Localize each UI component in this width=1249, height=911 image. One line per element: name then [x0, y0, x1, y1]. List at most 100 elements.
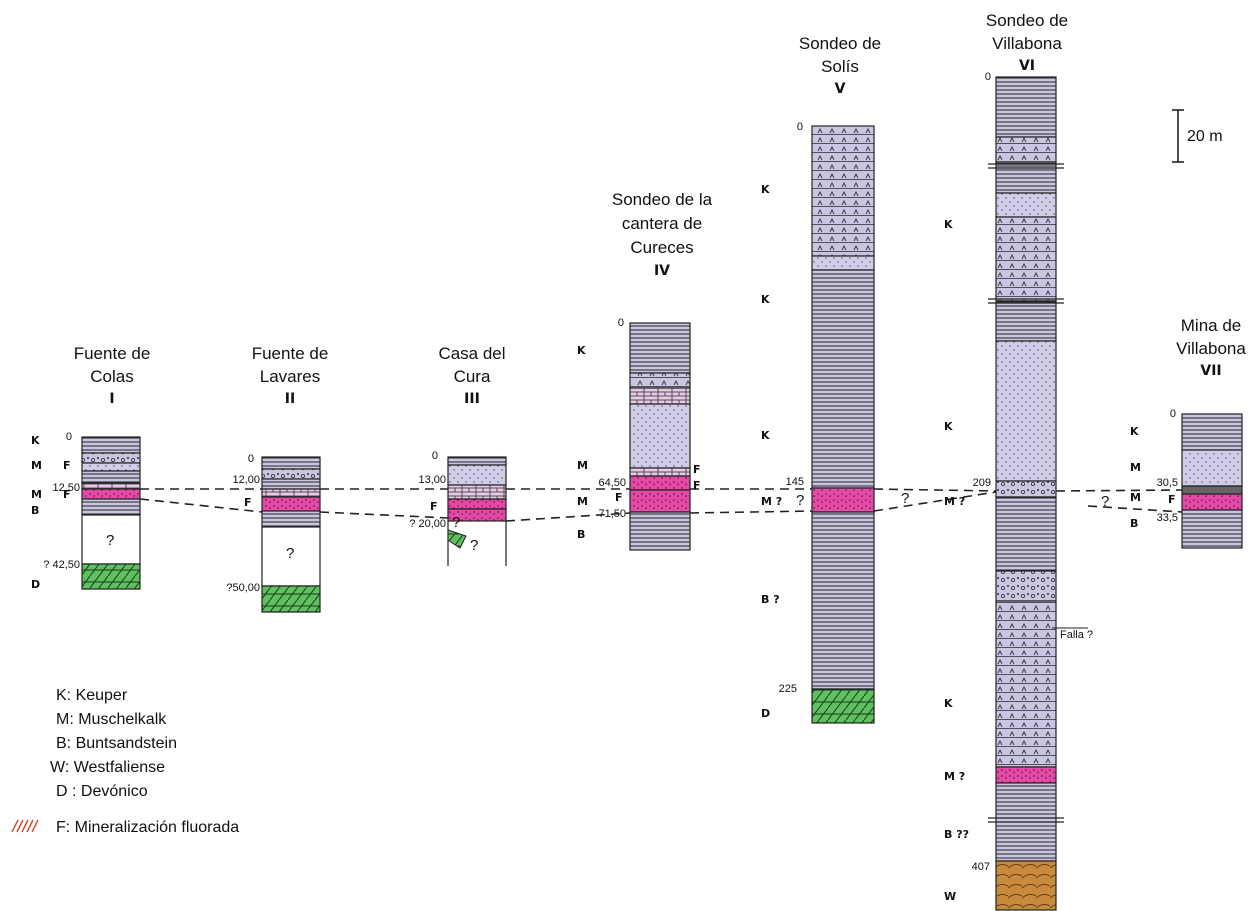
column-VI-breaks [988, 163, 1064, 823]
layer-sandstone [81, 462, 141, 472]
unit-V-D: D [761, 707, 770, 720]
layer-fluorite [261, 496, 321, 512]
layer-keuper-3 [995, 300, 1057, 342]
layer-buntsandstein [261, 510, 321, 528]
column-title-V: Sondeo de Solís V [799, 34, 881, 97]
layer-fluorite-lower [629, 489, 691, 513]
depth-V-contact: 145 [786, 476, 804, 488]
question-mark-VII: ? [1101, 493, 1109, 510]
layer-conglomerate [995, 480, 1057, 498]
layer-buntsandstein [1181, 509, 1243, 549]
column-VII-log [1181, 413, 1243, 549]
legend-fluorite: F: Mineralización fluorada [56, 819, 239, 836]
column-title-III: Casa del Cura III [438, 344, 505, 407]
layer-keuper-conglomerate [81, 452, 141, 464]
layer-westfaliense [995, 860, 1057, 911]
unit-V-B: B ? [761, 593, 780, 606]
column-V-number: V [835, 81, 846, 97]
layer-buntsandstein [811, 511, 875, 690]
layer-sandstone-1 [995, 192, 1057, 218]
legend-muschelkalk: M: Muschelkalk [56, 711, 167, 728]
unit-VI-B: B ?? [944, 828, 969, 841]
layer-sandstone-2 [995, 340, 1057, 482]
layer-sandstone [811, 255, 875, 271]
unit-VI-M2: M ? [944, 770, 965, 783]
depth-I-contact: 12,50 [52, 482, 80, 494]
layer-keuper-gypsum [811, 125, 875, 257]
legend-westfaliense: W: Westfaliense [50, 759, 165, 776]
unit-I-B: B [31, 504, 39, 517]
depth-IV-base: 71,50 [598, 508, 626, 520]
depth-IV-top: 0 [618, 317, 624, 329]
depth-I-top: 0 [66, 431, 72, 443]
layer-keuper [629, 322, 691, 374]
depth-III-contact: 13,00 [418, 474, 446, 486]
column-IV-title-line1: Sondeo de la [612, 190, 713, 209]
column-IV-title-line2: cantera de [622, 214, 702, 233]
layer-muschelkalk [629, 467, 691, 477]
layer-keuper-lower [995, 600, 1057, 768]
layer-sandstone [447, 464, 507, 486]
question-mark-V-right: ? [901, 490, 909, 507]
legend-buntsandstein: B: Buntsandstein [56, 735, 177, 752]
layer-fluorite [447, 498, 507, 510]
layer-buntsandstein [81, 498, 141, 516]
depth-VI-base: 407 [972, 861, 990, 873]
column-II-title-line1: Fuente de [252, 344, 329, 363]
depth-II-base: ?50,00 [226, 582, 260, 594]
depth-I-base: ? 42,50 [43, 559, 80, 571]
column-III-log [447, 456, 507, 566]
unit-V-K1: K [761, 183, 770, 196]
unit-VII-K: K [1130, 425, 1139, 438]
layer-muschelkalk [81, 470, 141, 484]
layer-limestone [261, 488, 321, 498]
layer-marl [995, 496, 1057, 572]
unit-I-D: D [31, 578, 40, 591]
unit-VII-M1: M [1130, 461, 1141, 474]
column-III-number: III [464, 391, 480, 407]
column-II-number: II [285, 391, 295, 407]
column-I-title-line2: Colas [90, 367, 133, 386]
depth-VI-top: 0 [985, 71, 991, 83]
unit-VI-K3: K [944, 697, 953, 710]
unit-IV-K: K [577, 344, 586, 357]
depth-labels: 0 12,50 ? 42,50 0 12,00 ?50,00 0 13,00 ?… [43, 71, 1178, 873]
depth-VI-contact: 209 [973, 477, 991, 489]
unit-labels: K M F M F B D F F K M F F M F M B K K K … [31, 183, 1176, 903]
column-IV-title-line3: Cureces [630, 238, 693, 257]
layer-dolomite [629, 387, 691, 405]
scale-bar-label: 20 m [1187, 128, 1223, 145]
layer-keuper [811, 269, 875, 489]
scale-bar: 20 m [1172, 109, 1223, 163]
unit-II-F: F [244, 496, 252, 509]
depth-VII-top: 0 [1170, 408, 1176, 420]
layer-keuper [81, 436, 141, 454]
layer-sandstone [1181, 449, 1243, 487]
layer-unknown [261, 526, 321, 587]
column-I-title-line1: Fuente de [74, 344, 151, 363]
column-VI-log [988, 76, 1088, 911]
column-title-VII: Mina de Villabona VII [1176, 316, 1246, 379]
column-VI-number: VI [1019, 58, 1035, 74]
lower-correlation-line [139, 491, 1183, 522]
layer-devonico [81, 563, 141, 590]
layer-keuper [447, 456, 507, 466]
layer-limestone [447, 484, 507, 500]
question-mark-III: ? [470, 537, 478, 554]
column-VII-title-line2: Villabona [1176, 339, 1246, 358]
question-mark-III-contact: ? [452, 514, 460, 531]
layer-buntsandstein [629, 511, 691, 551]
layer-conglomerate [261, 468, 321, 480]
legend-devonico: D : Devónico [56, 783, 148, 800]
layer-gypsum-2 [995, 216, 1057, 302]
column-IV-log [629, 322, 691, 551]
unit-VI-W: W [944, 890, 956, 903]
layer-gypsum [629, 372, 691, 389]
layer-conglomerate-2 [995, 570, 1057, 602]
unit-I-K: K [31, 434, 40, 447]
column-III-title-line2: Cura [454, 367, 491, 386]
depth-VII-base: 33,5 [1157, 512, 1178, 524]
column-I-log [81, 436, 141, 590]
